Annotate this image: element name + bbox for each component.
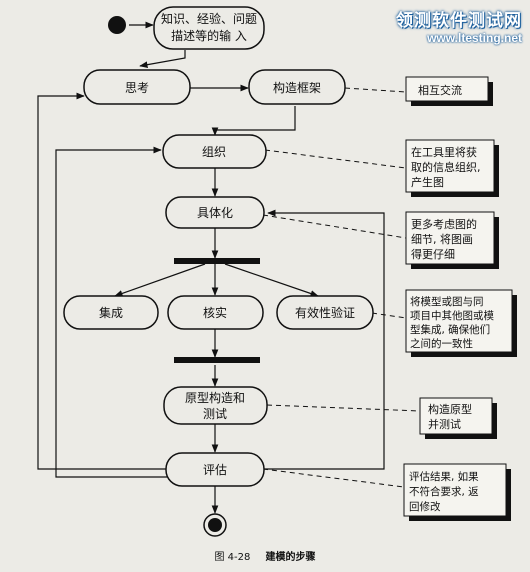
edge-fork-validate [224,263,319,297]
connector-note-1 [344,87,407,93]
note-4-line1: 将模型或图与同 [410,295,484,308]
note-1 [405,76,493,106]
flow-edges [37,21,385,514]
note-4-line4: 之间的一致性 [410,337,473,350]
activity-input-line2: 描述等的输 入 [171,28,247,43]
connector-note-2 [264,149,407,169]
activity-integrate-label: 集成 [99,305,123,320]
note-5 [419,397,497,439]
note-3-line3: 得更仔细 [411,248,455,261]
note-boxes [403,76,517,521]
edge-input-think [139,50,186,68]
activity-verify [167,295,264,330]
end-node [203,513,227,537]
note-2-line2: 取的信息组织, [411,160,481,174]
note-6-line3: 回修改 [409,500,441,513]
note-2-line3: 产生图 [411,175,444,189]
activity-validate [276,295,374,330]
note-2 [405,139,499,197]
watermark-url: www.ltesting.net [427,31,522,45]
note-4-line3: 型集成, 确保他们 [410,323,490,336]
watermark-title: 领测软件测试网 [396,11,522,30]
note-3-line2: 细节, 将图画 [411,233,473,246]
note-4 [405,289,517,357]
activity-verify-label: 核实 [203,305,227,320]
note-1-line1: 相互交流 [418,83,462,97]
edge-framework-organize [211,106,296,136]
note-6-line2: 不符合要求, 返 [409,485,479,498]
edge-fork-integrate [114,263,206,297]
activity-think [83,69,191,105]
activity-prototype-line1: 原型构造和 [185,390,245,405]
activity-input-line1: 知识、经验、问题 [161,11,257,26]
activity-prototype-line2: 测试 [203,406,227,421]
activity-organize [162,134,267,169]
activity-input [153,6,265,50]
note-4-line2: 项目中其他图或模 [410,309,494,322]
activity-concretize-label: 具体化 [197,206,233,220]
note-3 [405,211,499,269]
activity-validate-label: 有效性验证 [295,305,355,320]
activity-concretize [165,196,265,229]
connector-note-4 [371,312,407,319]
connector-note-6 [262,468,405,488]
activity-integrate [63,295,159,330]
start-node [108,16,126,34]
note-6-line1: 评估结果, 如果 [409,470,479,483]
loop-evaluate-organize [55,146,176,478]
figure-caption: 图 4-28 建模的步骤 [0,548,530,563]
activity-prototype [163,386,268,425]
fork-bar [174,258,260,264]
caption-label: 图 4-28 [214,552,251,563]
activity-think-label: 思考 [125,81,149,95]
loop-evaluate-think [37,92,168,470]
loop-evaluate-concretize [260,209,385,470]
note-5-line1: 构造原型 [428,402,472,416]
note-3-line1: 更多考虑图的 [411,217,477,231]
activity-evaluate-label: 评估 [203,463,227,477]
connector-note-5 [266,404,421,412]
caption-title: 建模的步骤 [265,552,316,563]
watermark: 领测软件测试网 www.ltesting.net [396,6,522,45]
activity-organize-label: 组织 [202,145,226,159]
activity-framework [248,69,346,105]
note-5-line2: 并测试 [428,417,461,431]
note-6 [403,463,511,521]
note-connectors [262,87,421,488]
activity-framework-label: 构造框架 [273,80,321,95]
activity-evaluate [165,452,265,487]
note-2-line1: 在工具里将获 [411,146,477,159]
join-bar [174,357,260,363]
connector-note-3 [262,214,407,239]
